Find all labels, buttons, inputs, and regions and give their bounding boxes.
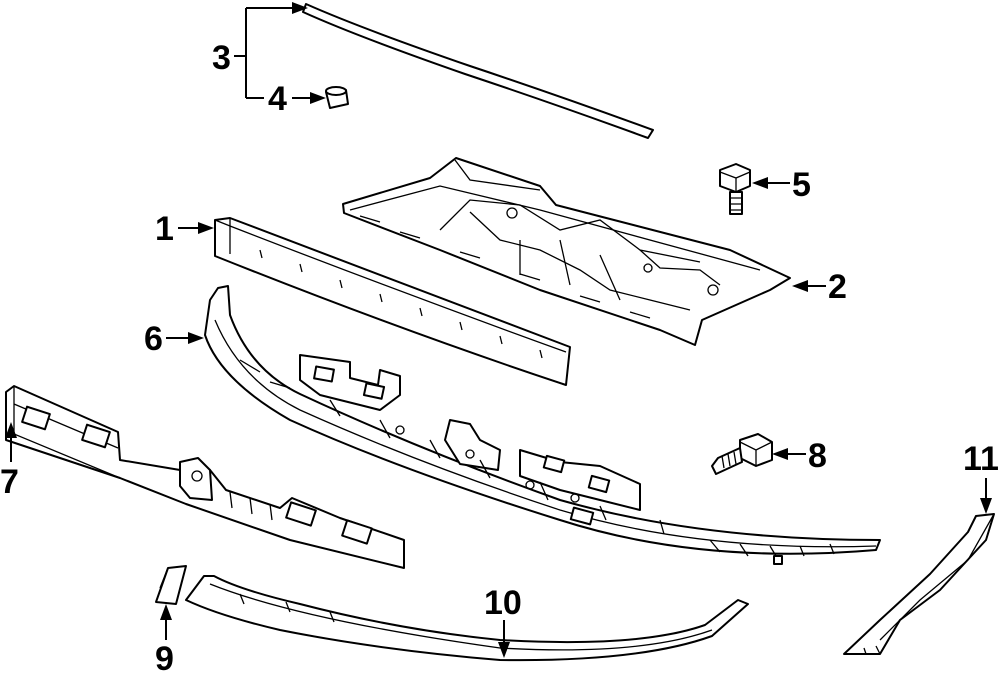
arrowhead-icon xyxy=(310,92,326,104)
callout-8: 8 xyxy=(772,437,827,475)
arrowhead-icon xyxy=(792,280,808,292)
arrowhead-icon xyxy=(188,332,204,344)
callout-label: 8 xyxy=(808,437,827,475)
arrowhead-icon xyxy=(198,222,214,234)
callout-label: 11 xyxy=(963,440,999,478)
part-7-lower-bracket xyxy=(5,385,405,569)
callout-label: 10 xyxy=(484,584,522,622)
part-9-clip xyxy=(155,565,187,605)
callout-label: 3 xyxy=(212,39,231,77)
callout-10: 10 xyxy=(484,584,522,658)
part-2-support-cover xyxy=(342,157,791,346)
part-5-bolt xyxy=(719,163,751,215)
callout-2: 2 xyxy=(792,268,847,306)
arrowhead-icon xyxy=(292,2,308,14)
part-10-lower-molding xyxy=(185,575,749,662)
callout-6: 6 xyxy=(144,320,204,358)
arrowhead-icon xyxy=(498,642,510,658)
arrowhead-icon xyxy=(5,422,17,438)
callout-11: 11 xyxy=(963,440,999,514)
callout-label: 6 xyxy=(144,320,163,358)
callout-5: 5 xyxy=(752,166,811,204)
callout-4: 4 xyxy=(268,80,326,118)
callout-1: 1 xyxy=(155,210,214,248)
part-3-weatherstrip xyxy=(302,3,654,139)
part-1-absorber-bar xyxy=(214,217,571,386)
callout-9: 9 xyxy=(155,604,174,678)
callout-label: 5 xyxy=(792,166,811,204)
arrowhead-icon xyxy=(772,448,788,460)
arrowhead-icon xyxy=(980,498,992,514)
part-4-clip xyxy=(325,86,349,109)
part-6-grille-bracket xyxy=(204,285,881,565)
callout-label: 9 xyxy=(155,640,174,678)
callout-label: 1 xyxy=(155,210,174,248)
callout-label: 2 xyxy=(828,268,847,306)
part-11-side-molding xyxy=(843,513,995,655)
callout-label: 7 xyxy=(0,463,19,501)
arrowhead-icon xyxy=(752,177,768,189)
callout-3: 3 xyxy=(212,2,308,99)
part-8-screw xyxy=(711,433,773,475)
callout-label: 4 xyxy=(268,80,287,118)
arrowhead-icon xyxy=(160,604,172,620)
callout-7: 7 xyxy=(0,422,19,501)
